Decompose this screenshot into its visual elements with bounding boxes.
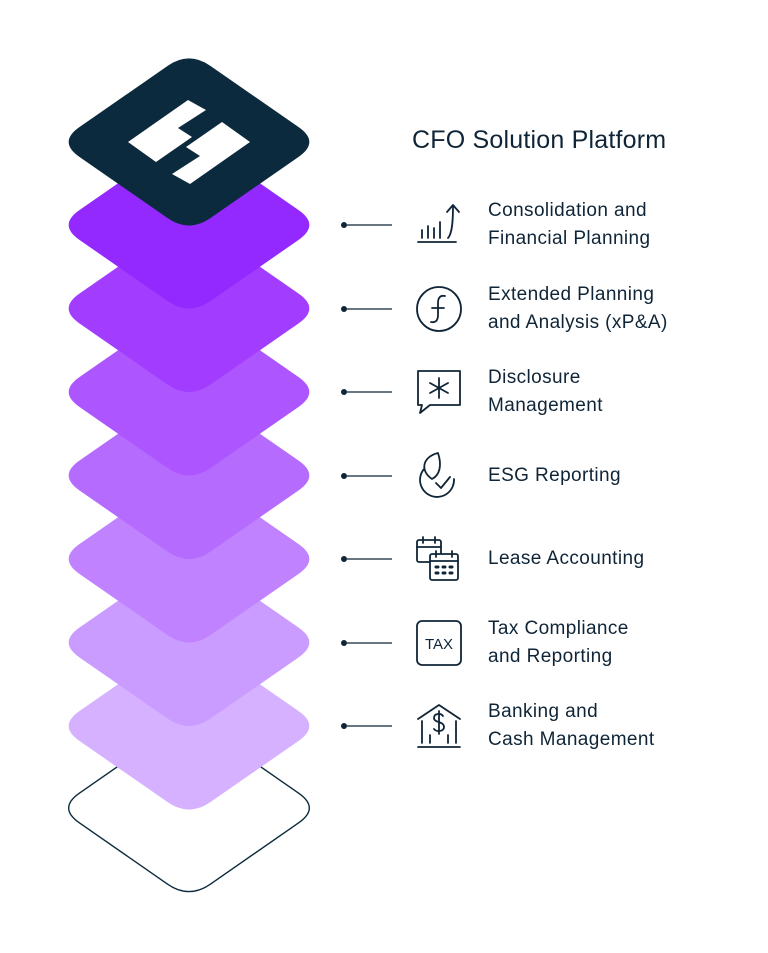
connector-line <box>341 222 392 228</box>
tax-icon: TAX <box>416 619 462 666</box>
solution-item-line: Banking and <box>488 701 599 722</box>
svg-text:TAX: TAX <box>425 636 453 653</box>
calendar-icon <box>416 536 459 581</box>
solution-item-label: Tax Compliance and Reporting <box>488 615 629 671</box>
connector-line <box>341 389 392 395</box>
connector-line <box>341 556 392 562</box>
growth-chart-icon <box>417 204 460 243</box>
solution-item-line: Disclosure <box>488 367 581 388</box>
connector-line <box>341 639 392 646</box>
solution-item-line: Extended Planning <box>488 283 655 305</box>
solution-item-line: Tax Compliance <box>488 617 629 639</box>
solution-item-label: ESG Reporting <box>488 462 621 490</box>
solution-item-line: Lease Accounting <box>488 548 645 569</box>
leaf-check-icon <box>419 451 455 498</box>
connector-line <box>341 305 392 312</box>
solution-item-line: Consolidation and <box>488 200 647 221</box>
top-logo-layer <box>68 58 310 226</box>
solution-item-line: Financial Planning <box>488 228 651 249</box>
solution-item-line: and Reporting <box>488 645 613 667</box>
brand-logo-icon <box>128 100 250 184</box>
solution-item-label: Extended Planning and Analysis (xP&A) <box>488 281 668 337</box>
asterisk-speech-bubble-icon <box>417 370 461 414</box>
solution-item-line: and Analysis (xP&A) <box>488 311 668 333</box>
solution-item-line: Management <box>488 395 603 416</box>
bank-icon <box>417 704 461 748</box>
connector-line <box>341 472 392 479</box>
solution-item-label: Lease Accounting <box>488 545 644 573</box>
solution-item-line: Cash Management <box>488 729 655 750</box>
connector-line <box>341 723 392 729</box>
function-icon <box>416 285 462 332</box>
solution-item-line: ESG Reporting <box>488 464 621 486</box>
page-title: CFO Solution Platform <box>412 126 667 154</box>
